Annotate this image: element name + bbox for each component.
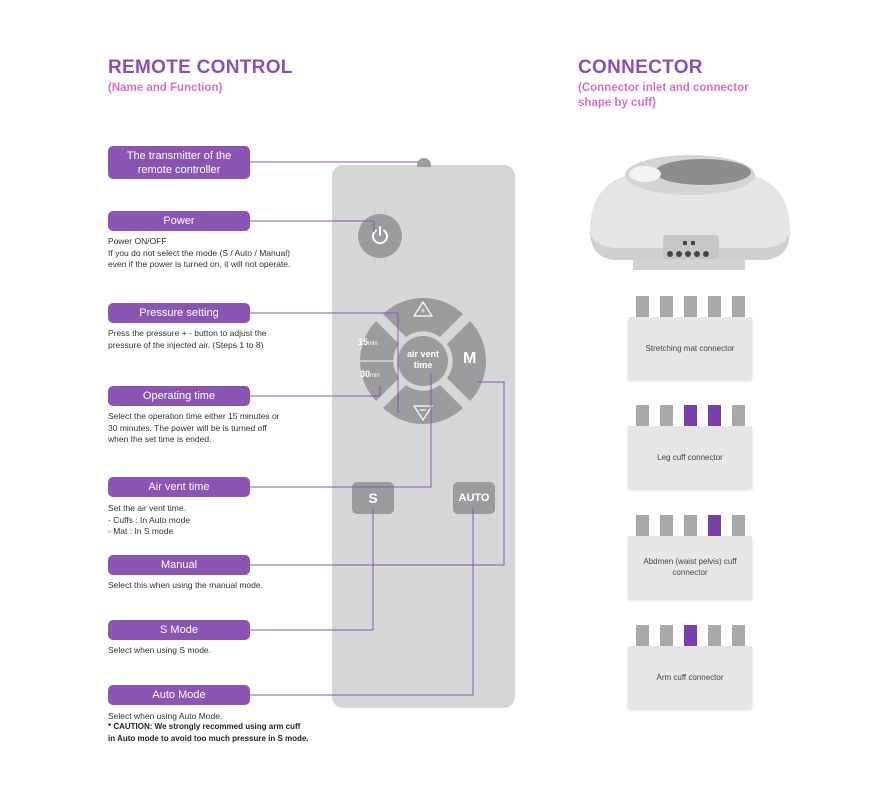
- connector-title: CONNECTOR: [578, 57, 703, 78]
- caution-note: * CAUTION: We strongly recommed using ar…: [108, 722, 309, 743]
- connector-subtitle: (Connector inlet and connector shape by …: [578, 81, 749, 111]
- time-30-label: 30min: [360, 369, 380, 379]
- plus-triangle-icon: +: [412, 300, 434, 317]
- manual-button[interactable]: [447, 321, 486, 401]
- transmitter-line2: remote controller: [137, 163, 221, 176]
- manual-label: Manual: [108, 555, 250, 575]
- air-vent-description: Set the air vent time. - Cuffs : In Auto…: [108, 503, 191, 536]
- pin: [708, 296, 721, 317]
- active-pin: [708, 405, 721, 426]
- air-vent-center-label: air vent time: [398, 349, 448, 371]
- time-15-label: 15min: [358, 337, 378, 347]
- active-pin: [684, 625, 697, 646]
- svg-text:+: +: [420, 306, 425, 316]
- remote-controller-body: [332, 165, 515, 708]
- connector-subtitle-line1: (Connector inlet and connector: [578, 82, 749, 94]
- connector-block: Leg cuff connector: [628, 426, 752, 488]
- pin: [708, 625, 721, 646]
- transmitter-icon: [417, 158, 431, 167]
- dpad: +: [356, 298, 486, 424]
- connector-label: Abdmen (waist pelvis) cuff: [643, 557, 737, 566]
- pin: [636, 625, 649, 646]
- active-pin: [684, 405, 697, 426]
- minus-triangle-icon: [412, 405, 434, 422]
- device-illustration: [590, 155, 790, 270]
- device-inlet-icon: [667, 241, 709, 257]
- pressure-label: Pressure setting: [108, 303, 250, 323]
- connector-label: Stretching mat connector: [645, 343, 735, 353]
- power-description: Power ON/OFF If you do not select the mo…: [108, 236, 291, 269]
- pressure-plus-button[interactable]: [383, 298, 463, 337]
- air-vent-time-button[interactable]: [398, 336, 448, 386]
- transmitter-label: The transmitter of the remote controller: [108, 146, 250, 179]
- pin: [660, 405, 673, 426]
- transmitter-line1: The transmitter of the: [126, 149, 232, 162]
- connector-subtitle-line2: shape by cuff): [578, 97, 656, 109]
- pin: [732, 625, 745, 646]
- operating-time-label: Operating time: [108, 386, 250, 406]
- air-vent-label: Air vent time: [108, 477, 250, 497]
- pin: [660, 296, 673, 317]
- pin: [636, 296, 649, 317]
- connector-label: Leg cuff connector: [657, 452, 723, 462]
- pin: [684, 515, 697, 536]
- pin: [732, 515, 745, 536]
- auto-mode-button[interactable]: AUTO: [453, 482, 495, 514]
- pin: [636, 405, 649, 426]
- remote-control-title: REMOTE CONTROL: [108, 57, 293, 78]
- connector-label-line2: connector: [672, 568, 708, 577]
- power-icon: [372, 226, 388, 245]
- connector-label: Arm cuff connector: [656, 672, 724, 682]
- s-mode-label: S Mode: [108, 620, 250, 640]
- auto-mode-description: Select when using Auto Mode.: [108, 711, 223, 721]
- pin: [732, 296, 745, 317]
- connector-block: Arm cuff connector: [628, 646, 752, 708]
- connector-block: Stretching mat connector: [628, 317, 752, 379]
- pin: [660, 625, 673, 646]
- pin: [636, 515, 649, 536]
- pin: [684, 296, 697, 317]
- center-line1: air vent: [406, 349, 439, 359]
- m-label: M: [463, 350, 477, 367]
- connector-block: Abdmen (waist pelvis) cuff connector: [628, 536, 752, 598]
- power-label: Power: [108, 211, 250, 231]
- pressure-description: Press the pressure + - button to adjust …: [108, 328, 267, 350]
- pin: [660, 515, 673, 536]
- pin: [732, 405, 745, 426]
- pressure-minus-button[interactable]: [383, 385, 463, 424]
- active-pin: [708, 515, 721, 536]
- s-mode-description: Select when using S mode.: [108, 645, 212, 655]
- center-line2: time: [413, 360, 433, 370]
- remote-control-subtitle: (Name and Function): [108, 82, 223, 94]
- manual-description: Select this when using the manual mode.: [108, 580, 263, 590]
- auto-mode-label: Auto Mode: [108, 685, 250, 705]
- operating-time-description: Select the operation time either 15 minu…: [108, 411, 280, 444]
